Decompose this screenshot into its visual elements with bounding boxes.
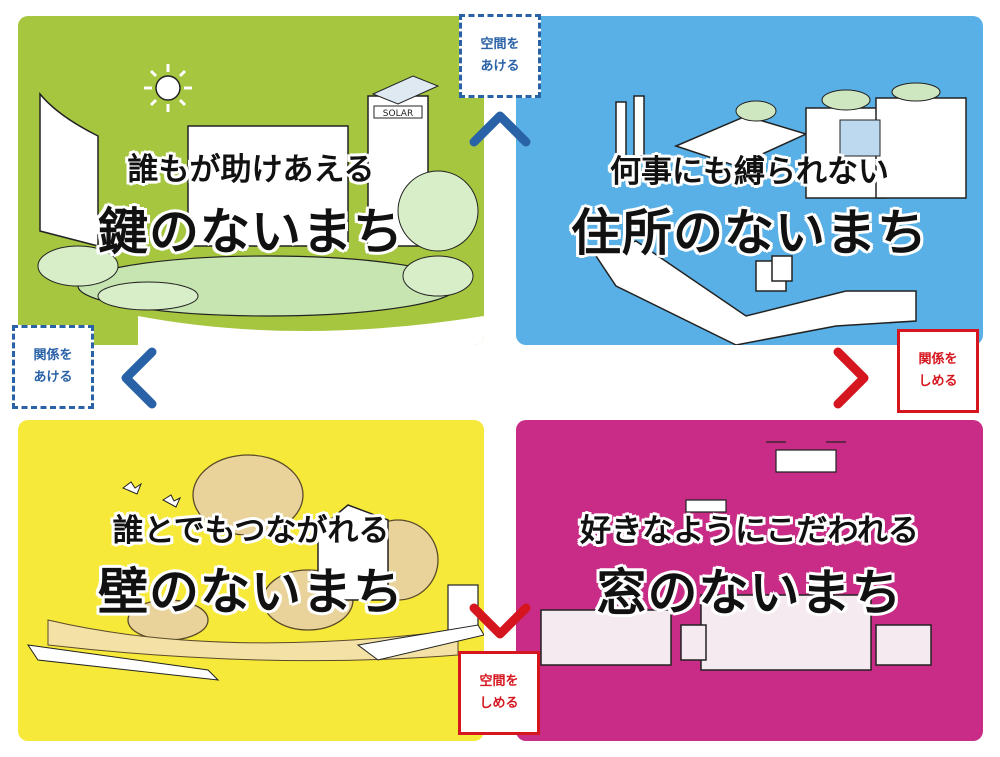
- bottom-arrowhead: [469, 603, 531, 639]
- wallless-town-subtitle: 誰とでもつながれる: [112, 513, 390, 549]
- wallless-town-illustration: [26, 454, 484, 681]
- right-arrowhead: [833, 347, 869, 409]
- wallless-town-title: 壁のないまち: [98, 563, 404, 621]
- keyless-town-title: 鍵のないまち: [98, 203, 404, 261]
- left-arrowhead: [121, 347, 157, 409]
- windowless-town-subtitle: 好きなようにこだわれる: [580, 513, 919, 549]
- keyless-town-subtitle: 誰もが助けあえる: [127, 152, 375, 188]
- addressless-town-subtitle: 何事にも縛られない: [610, 154, 889, 190]
- quadrant-keyless-town: SOLAR 誰もが助けあえる 鍵のないまち: [18, 16, 484, 345]
- quadrant-wallless-town: 誰とでもつながれる 壁のないまち: [18, 420, 484, 741]
- top-arrowhead: [469, 111, 531, 147]
- windowless-town-title: 窓のないまち: [596, 564, 903, 622]
- keyless-town-illustration: SOLAR: [37, 64, 484, 345]
- addressless-town-title: 住所のないまち: [571, 204, 928, 262]
- label-open-relationships: 関係をあける: [12, 325, 94, 409]
- addressless-town-illustration: [594, 82, 967, 345]
- quadrant-windowless-town: 好きなようにこだわれる 窓のないまち: [516, 420, 983, 741]
- label-close-relationships: 関係をしめる: [897, 329, 979, 413]
- windowless-town-illustration: [540, 441, 932, 671]
- quadrant-addressless-town: 何事にも縛られない 住所のないまち: [516, 16, 983, 345]
- label-open-space: 空間をあける: [459, 14, 541, 98]
- label-close-space: 空間をしめる: [458, 651, 540, 735]
- solar-sign: SOLAR: [383, 109, 413, 119]
